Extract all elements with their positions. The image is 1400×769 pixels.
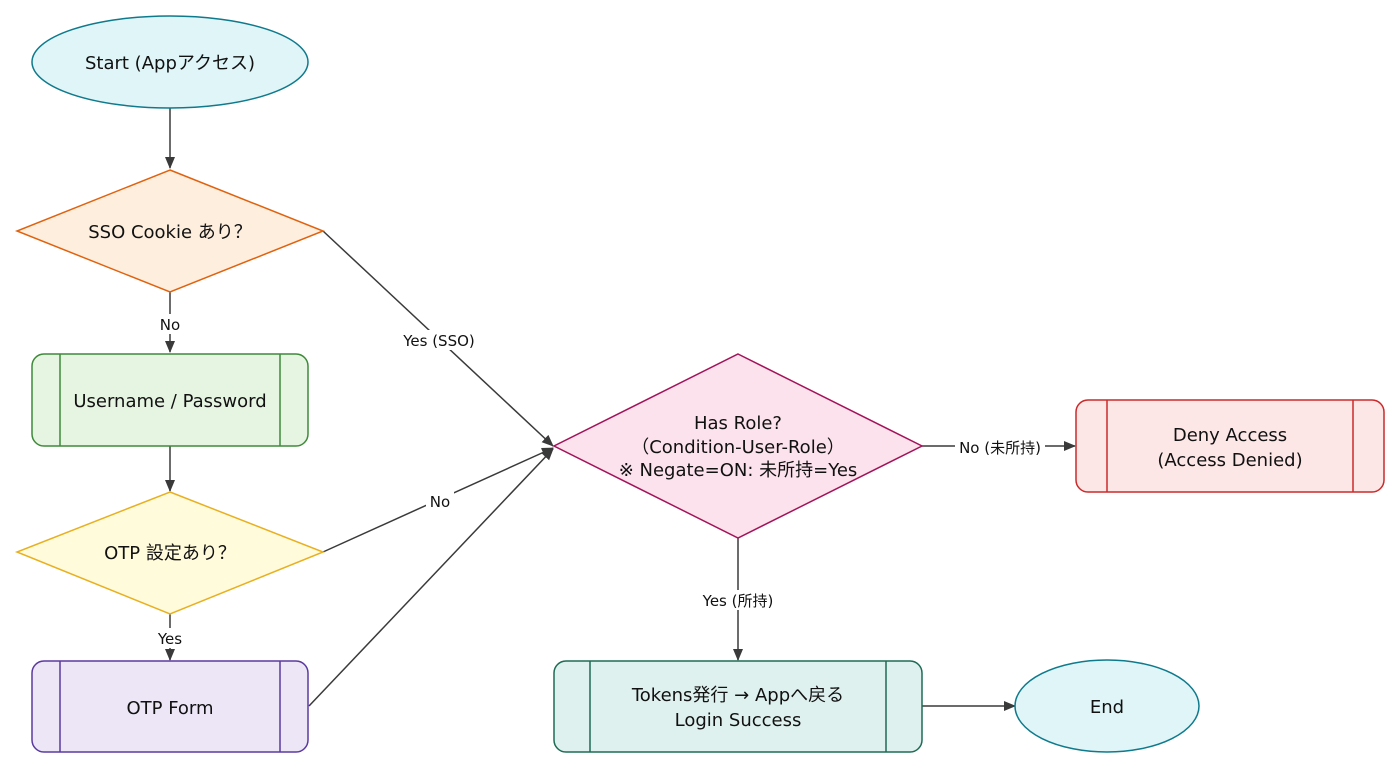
node-label: OTP Form <box>126 698 213 719</box>
node-label-line2: Login Success <box>675 710 802 731</box>
edge-label-role-yes: Yes (所持) <box>697 590 779 610</box>
edge-otpform-to-role <box>308 448 554 707</box>
node-otp-form: OTP Form <box>31 660 309 753</box>
edge-label-text: Yes <box>157 630 182 648</box>
edge-label-text: Yes (所持) <box>702 592 774 610</box>
node-otp-check: OTP 設定あり？ <box>14 491 326 615</box>
edge-labels: No Yes (SSO) No Yes No (未所持) Yes (所持) <box>153 314 1045 648</box>
node-label: SSO Cookie あり？ <box>88 222 252 243</box>
edge-label-text: No (未所持) <box>959 439 1041 457</box>
node-end: End <box>1014 659 1200 753</box>
node-has-role: Has Role? （Condition-User-Role） ※ Negate… <box>552 353 924 539</box>
node-label-line2: (Access Denied) <box>1157 450 1302 471</box>
edge-label-otp-yes: Yes <box>153 628 187 648</box>
node-label-line2: （Condition-User-Role） <box>631 437 845 458</box>
node-deny-access: Deny Access (Access Denied) <box>1075 399 1385 493</box>
edge-label-text: No <box>160 316 180 334</box>
node-tokens: Tokens発行 → Appへ戻る Login Success <box>553 660 923 753</box>
edge-label-text: No <box>430 493 450 511</box>
node-label-line1: Deny Access <box>1173 425 1287 446</box>
node-label: End <box>1090 697 1124 718</box>
node-label-line1: Tokens発行 → Appへ戻る <box>631 685 844 706</box>
node-username-password: Username / Password <box>31 353 309 447</box>
edge-label-text: Yes (SSO) <box>402 332 475 350</box>
edge-label-role-no: No (未所持) <box>955 437 1045 457</box>
edge-label-sso-no: No <box>156 314 184 334</box>
node-label-line1: Has Role? <box>694 413 782 434</box>
edge-label-otp-no: No <box>426 491 454 511</box>
edge-label-sso-yes: Yes (SSO) <box>398 330 480 350</box>
node-sso-check: SSO Cookie あり？ <box>14 169 326 293</box>
node-start: Start (Appアクセス) <box>31 15 309 109</box>
node-label-line3: ※ Negate=ON: 未所持=Yes <box>619 460 858 481</box>
node-label: OTP 設定あり？ <box>104 543 236 564</box>
node-label: Start (Appアクセス) <box>85 53 255 74</box>
node-label: Username / Password <box>73 391 266 412</box>
